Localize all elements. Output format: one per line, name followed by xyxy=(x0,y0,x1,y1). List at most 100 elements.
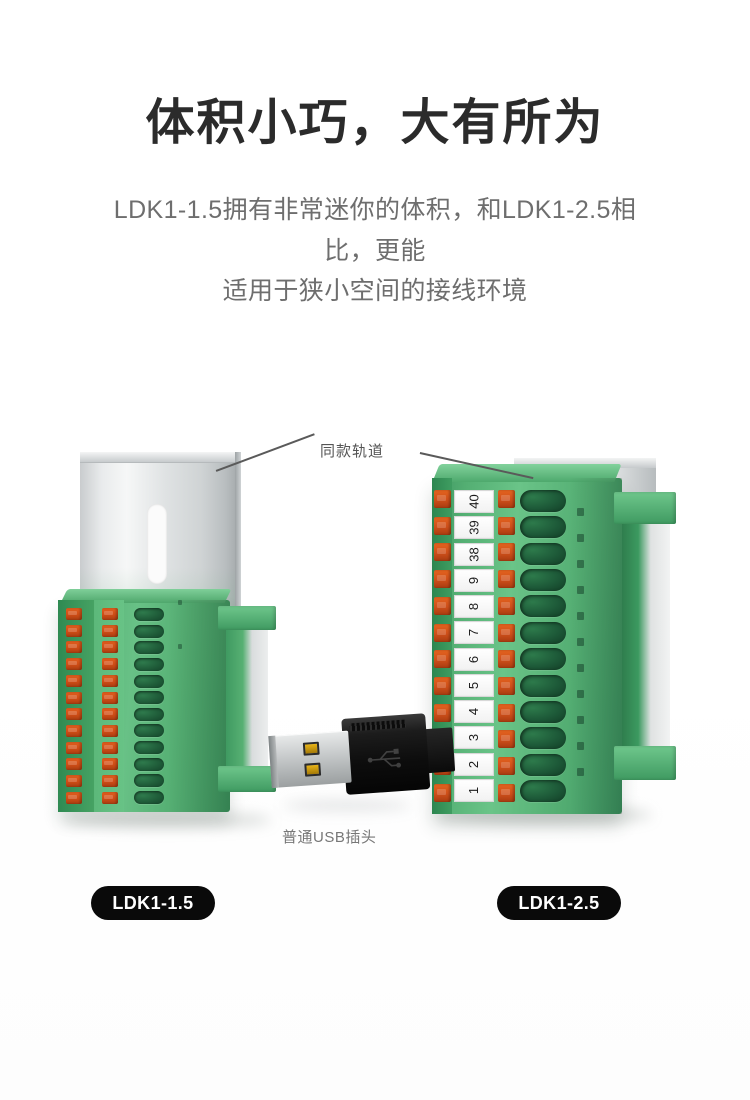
push-lever[interactable] xyxy=(66,775,82,788)
push-lever[interactable] xyxy=(434,543,451,562)
push-lever[interactable] xyxy=(434,650,451,669)
push-lever[interactable] xyxy=(102,691,118,704)
terminal-marker: 1 xyxy=(454,778,494,802)
rail-behind-block-left xyxy=(226,628,268,768)
terminal-block-left xyxy=(58,589,276,812)
usb-metal-shell xyxy=(268,730,352,789)
wire-entry-hole xyxy=(134,774,164,788)
usb-shadow xyxy=(282,800,412,811)
terminal-marker: 8 xyxy=(454,595,494,619)
usb-contact-window xyxy=(304,762,322,777)
push-lever[interactable] xyxy=(66,641,82,654)
push-lever[interactable] xyxy=(102,725,118,738)
terminal-marker: 5 xyxy=(454,673,494,697)
usb-overmold xyxy=(341,713,431,795)
push-lever[interactable] xyxy=(66,725,82,738)
push-lever[interactable] xyxy=(66,658,82,671)
page-subtitle: LDK1-1.5拥有非常迷你的体积，和LDK1-2.5相比，更能 适用于狭小空间… xyxy=(90,190,660,312)
push-lever[interactable] xyxy=(434,516,451,535)
terminal-marker: 38 xyxy=(454,542,494,566)
push-lever[interactable] xyxy=(498,730,515,749)
wire-entry-hole-column xyxy=(134,608,168,804)
push-lever[interactable] xyxy=(102,708,118,721)
push-lever[interactable] xyxy=(498,516,515,535)
terminal-marker-label: 8 xyxy=(466,602,482,611)
push-lever[interactable] xyxy=(66,758,82,771)
push-lever[interactable] xyxy=(498,543,515,562)
push-lever[interactable] xyxy=(434,677,451,696)
wire-entry-hole xyxy=(520,700,566,723)
push-lever[interactable] xyxy=(498,677,515,696)
wire-entry-hole xyxy=(520,674,566,697)
push-lever[interactable] xyxy=(102,741,118,754)
push-lever[interactable] xyxy=(434,490,451,508)
push-lever[interactable] xyxy=(102,674,118,687)
callout-label-rail: 同款轨道 xyxy=(320,443,385,460)
usb-grip-ridges xyxy=(349,719,406,732)
terminal-marker-label: 7 xyxy=(466,629,482,637)
wire-entry-hole xyxy=(520,779,566,802)
push-lever[interactable] xyxy=(102,658,118,671)
din-clip-top-left[interactable] xyxy=(218,606,276,630)
push-lever[interactable] xyxy=(434,596,451,615)
push-lever[interactable] xyxy=(66,708,82,721)
din-clip-top-right[interactable] xyxy=(614,492,676,524)
push-lever[interactable] xyxy=(434,623,451,642)
push-lever[interactable] xyxy=(102,641,118,654)
wire-entry-hole xyxy=(520,727,566,750)
rail-slot xyxy=(147,504,167,584)
terminal-marker-label: 5 xyxy=(466,681,482,689)
usb-contact-window xyxy=(302,741,320,756)
push-lever[interactable] xyxy=(498,783,515,802)
wire-entry-hole xyxy=(134,724,164,738)
din-clip-bottom-right[interactable] xyxy=(614,746,676,780)
terminal-marker: 40 xyxy=(454,490,494,513)
wire-entry-hole xyxy=(134,674,164,688)
block-vent-slot xyxy=(178,600,182,605)
push-lever[interactable] xyxy=(498,623,515,642)
wire-entry-hole xyxy=(520,542,566,565)
push-lever[interactable] xyxy=(102,758,118,771)
push-lever[interactable] xyxy=(498,703,515,722)
push-lever[interactable] xyxy=(498,490,515,508)
marker-strip-column: 40 39 38 9 8 7 6 5 4 3 2 1 xyxy=(454,490,494,802)
block-vent-slot xyxy=(577,742,584,750)
push-lever[interactable] xyxy=(66,741,82,754)
block-vent-slot xyxy=(577,716,584,724)
terminal-block-right: 40 39 38 9 8 7 6 5 4 3 2 1 xyxy=(432,464,676,814)
push-lever[interactable] xyxy=(434,703,451,722)
rail-top-lip xyxy=(80,452,236,463)
rail-right-edge xyxy=(235,452,241,662)
product-left-ldk1-1-5 xyxy=(58,452,288,832)
push-lever[interactable] xyxy=(434,570,451,589)
push-lever[interactable] xyxy=(102,608,118,620)
wire-entry-hole xyxy=(134,657,164,671)
push-lever[interactable] xyxy=(66,608,82,620)
din-clip-bottom-left[interactable] xyxy=(218,766,276,792)
block-vent-slot xyxy=(577,690,584,698)
push-lever[interactable] xyxy=(102,624,118,637)
push-lever[interactable] xyxy=(498,650,515,669)
push-lever[interactable] xyxy=(498,757,515,776)
push-lever[interactable] xyxy=(434,783,451,802)
terminal-marker-label: 9 xyxy=(466,576,482,584)
block-vent-slot xyxy=(577,560,584,568)
push-lever[interactable] xyxy=(66,691,82,704)
push-lever[interactable] xyxy=(66,674,82,687)
block-vent-slot xyxy=(577,664,584,672)
push-lever[interactable] xyxy=(498,596,515,615)
lever-column-front xyxy=(66,608,82,804)
block-vent-slot xyxy=(178,644,182,649)
wire-entry-hole xyxy=(134,624,164,638)
push-lever[interactable] xyxy=(498,570,515,589)
wire-entry-hole xyxy=(520,569,566,592)
push-lever[interactable] xyxy=(66,791,82,804)
push-lever[interactable] xyxy=(102,775,118,788)
terminal-marker: 2 xyxy=(454,752,494,776)
wire-entry-hole xyxy=(134,790,164,804)
push-lever[interactable] xyxy=(102,791,118,804)
wire-entry-hole xyxy=(520,648,566,671)
push-lever[interactable] xyxy=(66,624,82,637)
